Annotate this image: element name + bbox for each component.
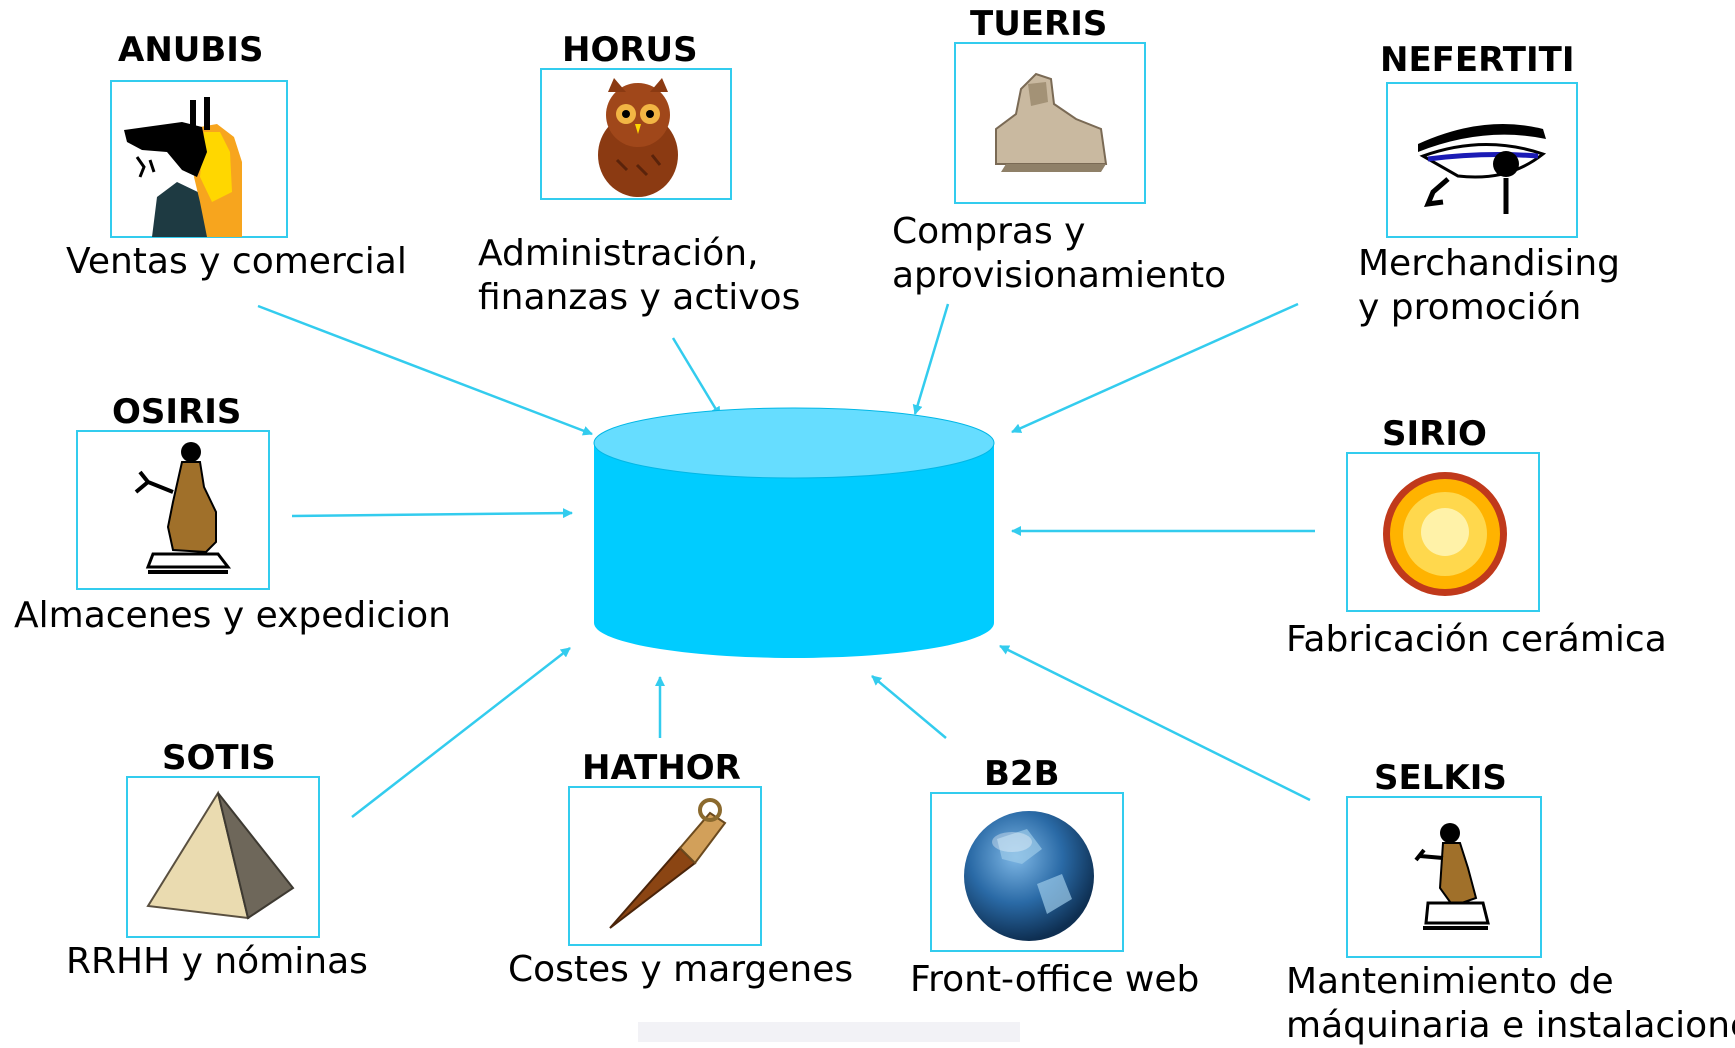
module-name-sotis: SOTIS — [162, 738, 276, 778]
module-desc-horus: Administración, finanzas y activos — [478, 233, 801, 318]
module-name-horus: HORUS — [562, 30, 698, 70]
partial-logo-strip — [638, 1022, 1020, 1042]
connector-selkis — [999, 644, 1311, 802]
module-box-nefertiti — [1386, 82, 1578, 238]
module-desc-b2b: Front-office web — [910, 959, 1200, 1000]
module-box-horus — [540, 68, 732, 200]
module-name-osiris: OSIRIS — [112, 392, 242, 432]
module-desc-selkis: Mantenimiento de máquinaria e instalacio… — [1286, 961, 1735, 1046]
module-desc-hathor: Costes y margenes — [508, 949, 854, 990]
module-desc-sotis: RRHH y nóminas — [66, 941, 368, 982]
module-desc-nefertiti: Merchandising y promoción — [1358, 243, 1620, 328]
module-box-sotis — [126, 776, 320, 938]
central-database — [593, 407, 995, 658]
module-box-sirio — [1346, 452, 1540, 612]
sphinx-icon — [995, 72, 1108, 172]
owl-icon — [598, 78, 678, 197]
module-name-b2b: B2B — [984, 754, 1060, 794]
connector-osiris — [291, 508, 573, 519]
kneeling-scribe-icon — [1414, 823, 1490, 930]
scepter-icon — [609, 798, 727, 929]
module-desc-osiris: Almacenes y expedicion — [14, 595, 451, 636]
module-name-tueris: TUERIS — [970, 4, 1108, 44]
module-box-anubis — [110, 80, 288, 238]
anubis-head-icon — [124, 97, 242, 237]
module-box-tueris — [954, 42, 1146, 204]
connector-nefertiti — [1011, 302, 1299, 434]
module-name-anubis: ANUBIS — [118, 30, 264, 70]
module-box-selkis — [1346, 796, 1542, 958]
module-desc-sirio: Fabricación cerámica — [1286, 619, 1667, 660]
connector-anubis — [257, 304, 593, 436]
module-box-b2b — [930, 792, 1124, 952]
module-box-hathor — [568, 786, 762, 946]
seated-figure-icon — [134, 442, 232, 574]
sun-icon — [1383, 472, 1507, 596]
module-name-nefertiti: NEFERTITI — [1380, 40, 1575, 80]
connector-horus — [671, 337, 722, 417]
module-name-sirio: SIRIO — [1382, 414, 1487, 454]
pyramid-icon — [146, 790, 295, 920]
module-name-selkis: SELKIS — [1374, 758, 1507, 798]
globe-icon — [964, 811, 1094, 941]
eye-of-horus-icon — [1418, 124, 1547, 214]
module-desc-anubis: Ventas y comercial — [66, 241, 407, 282]
module-box-osiris — [76, 430, 270, 590]
module-name-hathor: HATHOR — [582, 748, 741, 788]
connector-tueris — [912, 303, 950, 415]
connector-b2b — [871, 675, 947, 739]
module-desc-tueris: Compras y aprovisionamiento — [892, 211, 1227, 296]
connector-sotis — [351, 647, 571, 818]
